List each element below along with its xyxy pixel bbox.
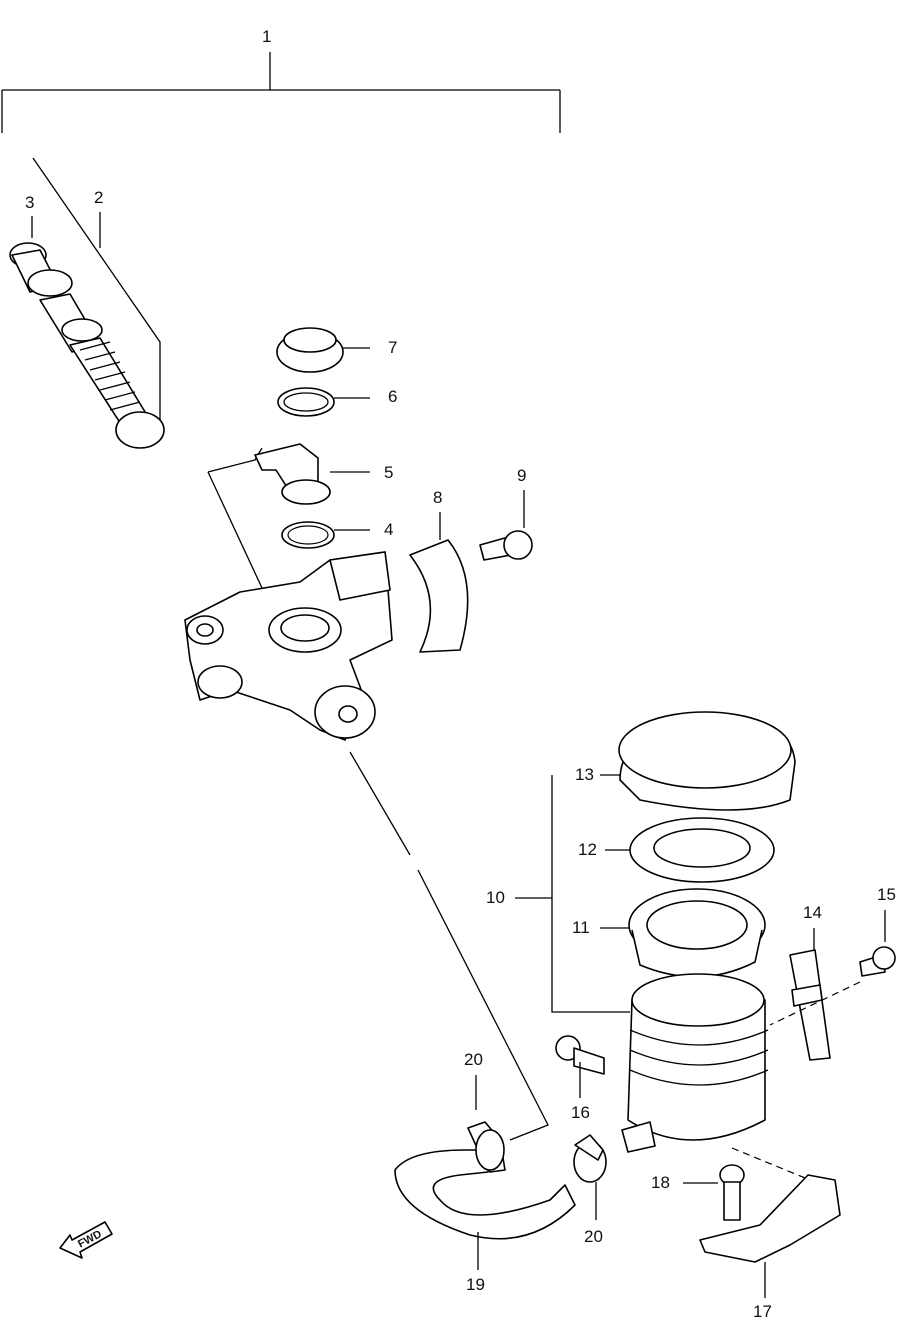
callout-11-label: 11 xyxy=(572,918,590,937)
callout-10-label: 10 xyxy=(486,888,505,907)
callout-17-label: 17 xyxy=(753,1302,772,1321)
piston-assembly xyxy=(9,242,165,449)
callout-4: 4 xyxy=(281,520,393,549)
callout-4-label: 4 xyxy=(384,520,393,539)
master-cylinder-body xyxy=(184,471,393,741)
callout-12: 12 xyxy=(578,817,775,883)
callout-12-label: 12 xyxy=(578,840,597,859)
callout-18: 18 xyxy=(651,1164,745,1221)
callout-3-label: 3 xyxy=(25,193,34,212)
callout-6-label: 6 xyxy=(388,387,397,406)
callout-6: 6 xyxy=(277,387,397,417)
callout-14: 14 xyxy=(789,903,831,1061)
callout-18-label: 18 xyxy=(651,1173,670,1192)
callout-13-label: 13 xyxy=(575,765,594,784)
callout-7-label: 7 xyxy=(388,338,397,357)
fwd-arrow-icon: FWD xyxy=(59,1221,113,1259)
callout-20-right: 20 xyxy=(573,1134,607,1246)
callout-1: 1 xyxy=(1,27,561,133)
callout-5-label: 5 xyxy=(384,463,393,482)
callout-10: 10 xyxy=(486,775,630,1013)
callout-9-label: 9 xyxy=(517,466,526,485)
callout-11: 11 xyxy=(572,888,766,978)
callout-3: 3 xyxy=(25,193,34,238)
callout-14-label: 14 xyxy=(803,903,822,922)
callout-8-label: 8 xyxy=(433,488,442,507)
callout-15: 15 xyxy=(769,885,896,1026)
callout-2-label: 2 xyxy=(94,188,103,207)
callout-16: 16 xyxy=(555,1035,605,1122)
callout-17: 17 xyxy=(699,1147,841,1321)
callout-16-label: 16 xyxy=(571,1103,590,1122)
callout-20-right-label: 20 xyxy=(584,1227,603,1246)
callout-2: 2 xyxy=(94,188,103,248)
callout-7: 7 xyxy=(276,327,397,373)
callout-9: 9 xyxy=(479,466,533,561)
callout-8: 8 xyxy=(409,488,469,653)
reservoir-body xyxy=(621,973,769,1153)
callout-5: 5 xyxy=(207,443,393,505)
callout-19-label: 19 xyxy=(466,1275,485,1294)
callout-1-label: 1 xyxy=(262,27,271,46)
callout-20-left-label: 20 xyxy=(464,1050,483,1069)
callout-15-label: 15 xyxy=(877,885,896,904)
callout-20-left: 20 xyxy=(464,1050,506,1173)
callout-19: 19 xyxy=(394,1149,576,1294)
callout-13: 13 xyxy=(575,711,796,811)
